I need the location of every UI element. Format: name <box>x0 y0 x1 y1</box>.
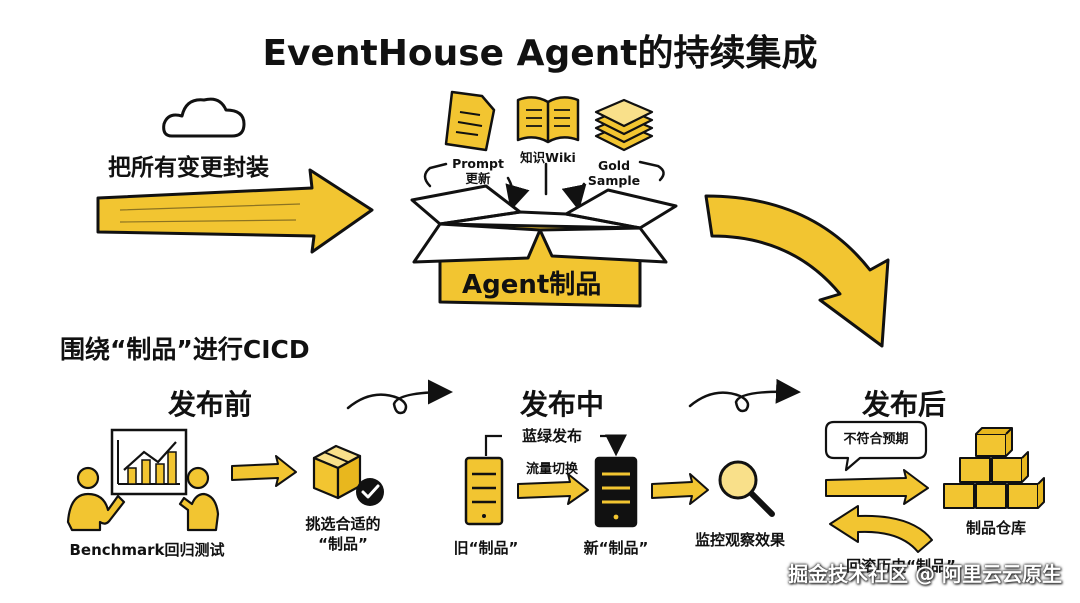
document-icon <box>444 90 496 152</box>
rollback-label: 回滚历史“制品” <box>846 557 956 575</box>
new-artifact-label: 新“制品” <box>583 539 649 557</box>
stage-title-before: 发布前 <box>168 388 253 421</box>
bubble-label: 不符合预期 <box>843 432 909 447</box>
magnifier-icon <box>718 460 775 517</box>
stage-title-after: 发布后 <box>862 388 947 421</box>
pack-arrow-icon <box>96 168 374 254</box>
bluegreen-label: 蓝绿发布 <box>521 427 582 445</box>
paper-stack-icon <box>594 98 654 152</box>
pack-label: 把所有变更封装 <box>108 155 269 181</box>
warehouse-boxes-icon <box>943 427 1045 509</box>
benchmark-icon <box>66 428 220 532</box>
stage-title-during: 发布中 <box>520 388 605 421</box>
select-artifact-label: 挑选合适的 “制品” <box>305 515 381 553</box>
artifact-box-icon <box>410 184 678 308</box>
traffic-arrow-icon <box>517 473 589 505</box>
input-label-prompt: Prompt 更新 <box>452 156 504 186</box>
watermark: 掘金技术社区 @ 阿里云云原生 <box>788 562 1062 586</box>
input-arrows <box>423 160 665 211</box>
cicd-label: 围绕“制品”进行CICD <box>60 335 310 364</box>
warehouse-label: 制品仓库 <box>965 519 1026 537</box>
old-artifact-label: 旧“制品” <box>453 539 519 557</box>
traffic-switch-label: 流量切换 <box>525 462 578 477</box>
package-check-icon <box>312 444 384 506</box>
artifact-box-label: Agent制品 <box>462 270 602 300</box>
new-server-icon <box>594 456 638 528</box>
book-icon <box>516 96 580 144</box>
cloud-icon <box>162 97 246 138</box>
arrow-right-icon <box>231 455 297 487</box>
bluegreen-bracket <box>484 434 627 457</box>
swirl-arrow-icon <box>346 378 801 415</box>
rollback-arrow-icon <box>829 505 933 553</box>
speech-bubble-icon <box>824 420 928 472</box>
curved-down-arrow-icon <box>704 194 890 348</box>
monitor-label: 监控观察效果 <box>694 531 785 549</box>
benchmark-label: Benchmark回归测试 <box>69 541 225 559</box>
input-label-gold-sample: Gold Sample <box>587 158 641 188</box>
forward-arrow-icon <box>825 469 929 505</box>
page-title: EventHouse Agent的持续集成 <box>262 33 818 74</box>
old-server-icon <box>464 456 504 526</box>
arrow-right-icon <box>651 473 709 505</box>
input-label-wiki: 知识Wiki <box>520 150 576 165</box>
